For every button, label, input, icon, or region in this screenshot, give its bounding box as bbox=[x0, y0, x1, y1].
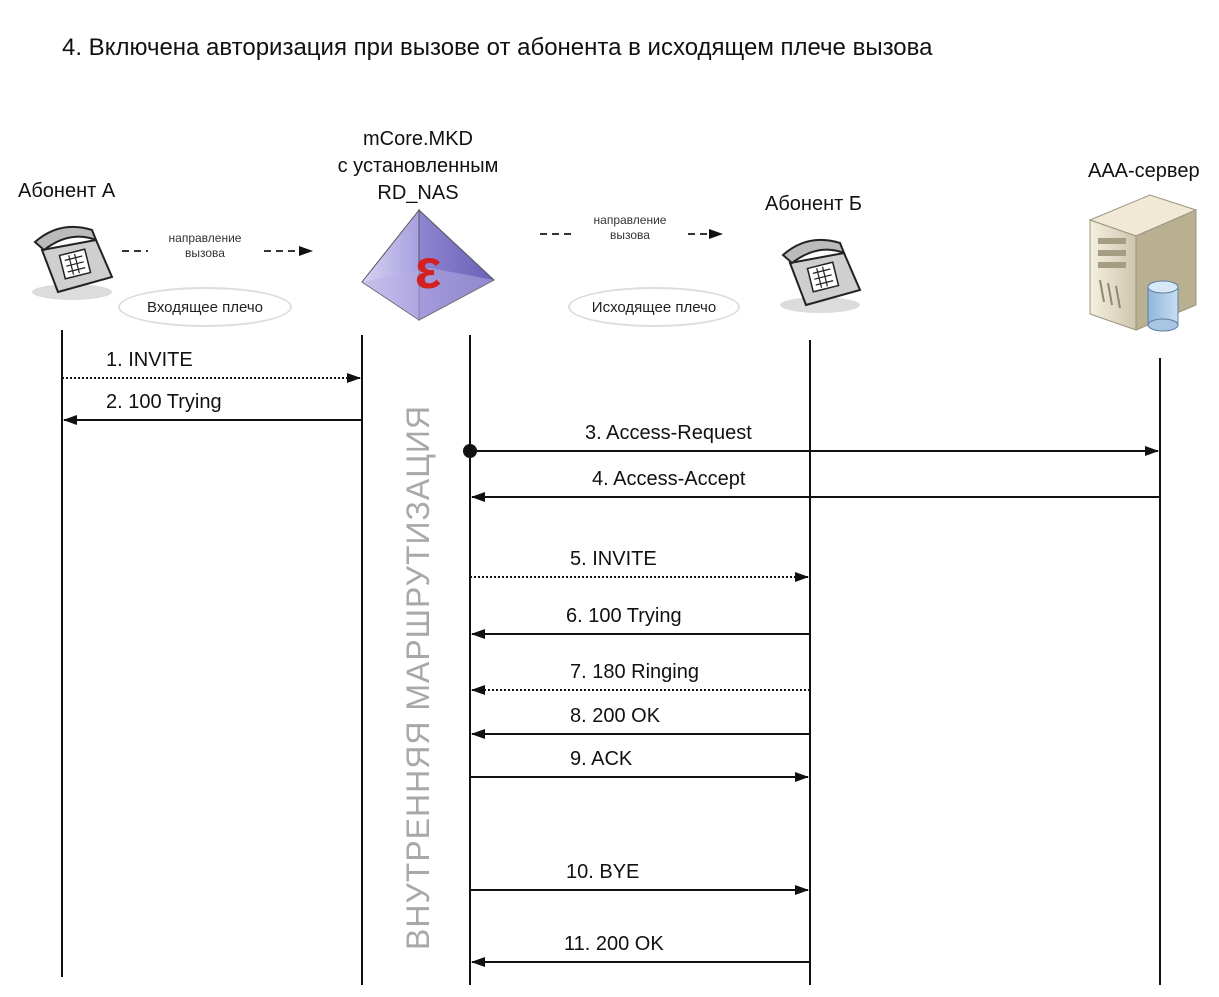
message-label-3: 3. Access-Request bbox=[585, 422, 752, 444]
message-label-7: 7. 180 Ringing bbox=[570, 661, 699, 683]
logo-letter: ε bbox=[415, 237, 442, 300]
message-label-8: 8. 200 OK bbox=[570, 705, 661, 727]
participant-b-label: Абонент Б bbox=[765, 193, 862, 215]
participant-a-label: Абонент А bbox=[18, 180, 116, 202]
incoming-leg-oval: Входящее плечо bbox=[118, 287, 292, 327]
direction-label-left: направление вызова bbox=[168, 231, 242, 260]
message-start-dot-3 bbox=[463, 444, 477, 458]
message-label-6: 6. 100 Trying bbox=[566, 605, 682, 627]
mcore-mkd-pyramid-icon: ε bbox=[361, 208, 495, 321]
direction-label-right: направление вызова bbox=[593, 213, 667, 242]
message-label-5: 5. INVITE bbox=[570, 548, 657, 570]
participant-mkd-label: mCore.MKD с установленным RD_NAS bbox=[318, 126, 518, 207]
message-label-2: 2. 100 Trying bbox=[106, 391, 222, 413]
phone-a-icon bbox=[32, 226, 114, 300]
messages: 1. INVITE 2. 100 Trying 3. Access-Request 4… bbox=[62, 349, 1160, 967]
incoming-leg-label: Входящее плечо bbox=[147, 298, 263, 316]
participant-aaa-label: ААА-сервер bbox=[1088, 160, 1200, 182]
participant-mkd-line-1: mCore.MKD bbox=[362, 128, 473, 150]
page-title: 4. Включена авторизация при вызове от аб… bbox=[62, 34, 933, 61]
message-label-1: 1. INVITE bbox=[106, 349, 193, 371]
phone-b-icon bbox=[780, 239, 862, 313]
participant-mkd-line-3: RD_NAS bbox=[377, 182, 459, 204]
outgoing-leg-oval: Исходящее плечо bbox=[568, 287, 740, 327]
message-label-4: 4. Access-Accept bbox=[592, 468, 746, 490]
aaa-server-icon bbox=[1088, 194, 1198, 332]
participant-mkd-line-2: с установленным bbox=[337, 155, 499, 177]
message-label-9: 9. ACK bbox=[570, 748, 633, 770]
message-label-10: 10. BYE bbox=[566, 861, 639, 883]
outgoing-leg-label: Исходящее плечо bbox=[591, 298, 717, 316]
message-label-11: 11. 200 OK bbox=[564, 933, 664, 955]
